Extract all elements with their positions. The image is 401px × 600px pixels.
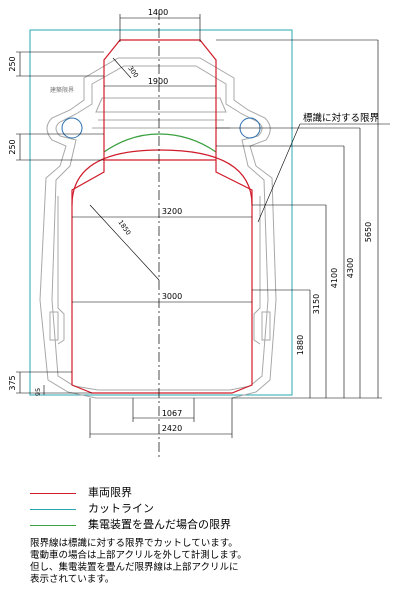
note-line: 電動車の場合は上部アクリルを外して計測します。 xyxy=(30,550,247,561)
vehicle-limit-outline xyxy=(71,39,253,394)
dim-right-4300: 4300 xyxy=(346,258,355,278)
structure-gauge-label: 建築限界 xyxy=(50,86,74,94)
note-line: 限界線は標識に対する限界でカットしています。 xyxy=(30,538,238,549)
legend: 車両限界 カットライン 集電装置を畳んだ場合の限界 限界線は標識に対する限界でカ… xyxy=(0,482,401,600)
dim-left-a: 250 xyxy=(8,56,17,71)
legend-notes: 限界線は標識に対する限界でカットしています。 電動車の場合は上部アクリルを外して… xyxy=(30,538,390,586)
dim-left-d: 95 xyxy=(34,388,42,396)
horizontal-dimensions xyxy=(72,14,252,438)
dim-left-c: 375 xyxy=(8,375,17,390)
dim-right-4100: 4100 xyxy=(330,268,339,288)
dim-left-b: 250 xyxy=(8,139,17,154)
cut-line-frame xyxy=(29,29,293,396)
legend-swatch-green xyxy=(30,524,76,526)
dim-upper-width: 1900 xyxy=(148,77,168,86)
dim-bottom-outer: 2420 xyxy=(162,424,182,433)
legend-item-vehicle-limit: 車両限界 xyxy=(30,486,132,500)
left-ear xyxy=(61,117,83,139)
dim-lower-width: 3000 xyxy=(162,292,182,301)
note-line: 表示されています。 xyxy=(30,574,115,585)
right-dimensions xyxy=(216,39,390,399)
legend-label: カットライン xyxy=(88,502,154,515)
dim-right-1880: 1880 xyxy=(296,335,305,355)
dim-radius-top: 300 xyxy=(126,65,140,80)
dim-right-3150: 3150 xyxy=(312,294,321,314)
dim-top-width: 1400 xyxy=(148,8,168,17)
note-line: 但し、集電装置を畳んだ限界線は上部アクリルに xyxy=(30,562,239,573)
left-dimensions xyxy=(16,51,104,395)
legend-item-folded-limit: 集電装置を畳んだ場合の限界 xyxy=(30,518,231,532)
structure-outline xyxy=(39,57,277,399)
legend-label: 車両限界 xyxy=(88,486,132,499)
dim-radius-body: 1850 xyxy=(116,219,132,237)
dim-bottom-inner: 1067 xyxy=(162,409,182,418)
legend-swatch-red xyxy=(30,492,76,494)
dim-right-5650: 5650 xyxy=(364,222,373,242)
folded-limit-line xyxy=(103,133,217,153)
sign-limit-callout: 標識に対する限界 xyxy=(303,112,380,124)
legend-item-cut-line: カットライン xyxy=(30,502,154,516)
legend-label: 集電装置を畳んだ場合の限界 xyxy=(88,518,231,531)
clearance-diagram: 建築限界 1400 300 1900 3200 1850 3000 1067 2… xyxy=(8,8,390,460)
dim-body-width: 3200 xyxy=(162,207,182,216)
legend-swatch-cyan xyxy=(30,508,76,510)
